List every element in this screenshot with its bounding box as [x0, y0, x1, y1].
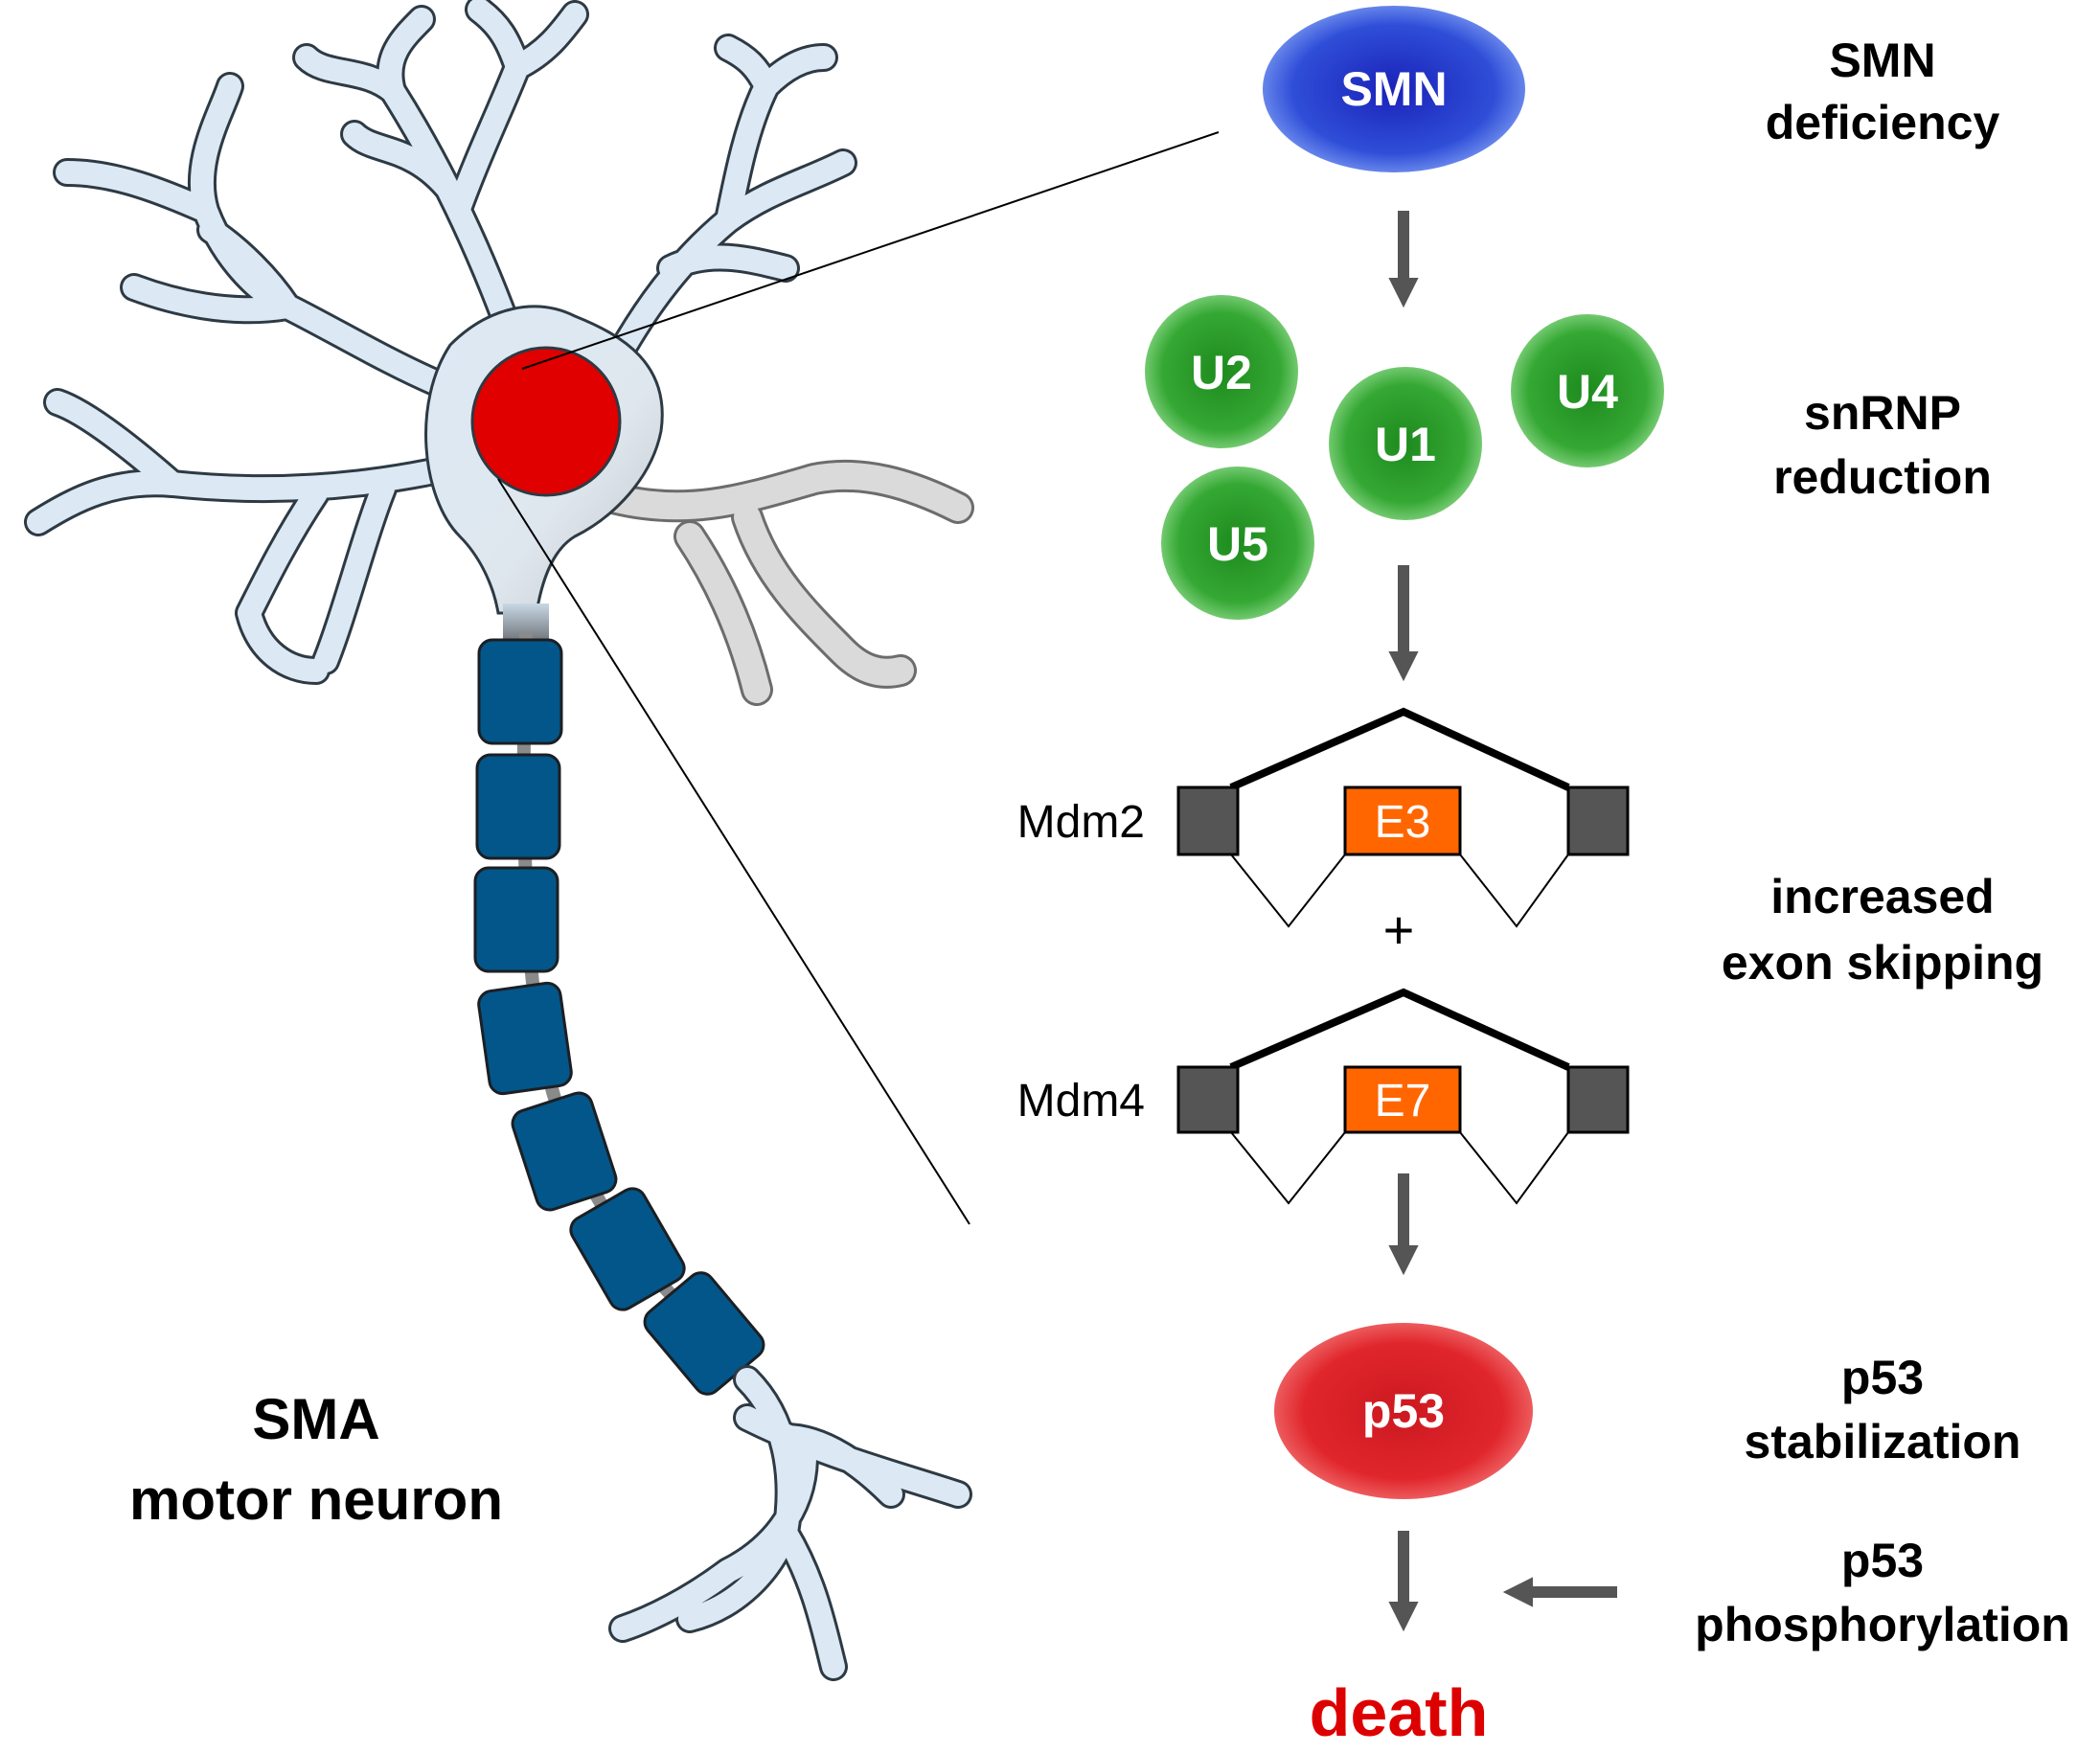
snrnp-u2-label: U2: [1191, 346, 1252, 399]
step-snrnp-reduction-line1: snRNP: [1804, 386, 1961, 440]
flank-exon-left: [1176, 785, 1240, 856]
step-labels: SMN deficiency snRNP reduction increased…: [1695, 34, 2070, 1651]
step-snrnp-reduction-line2: reduction: [1773, 450, 1992, 504]
inclusion-junction-mdm4: [1230, 1131, 1346, 1205]
gene-label-mdm2: Mdm2: [1017, 797, 1145, 848]
gene-label-mdm4: Mdm4: [1017, 1076, 1145, 1127]
zoom-line-bottom: [497, 478, 970, 1225]
snrnp-u1-label: U1: [1375, 418, 1436, 471]
snrnp-u2: [1145, 295, 1298, 448]
exon-e3-label: E3: [1375, 797, 1431, 848]
step-exon-skipping-line2: exon skipping: [1722, 936, 2043, 990]
step-p53-phosphorylation-line1: p53: [1841, 1534, 1924, 1587]
snrnp-u5-label: U5: [1207, 517, 1268, 571]
p53-node: [1274, 1323, 1533, 1499]
axon-terminals: [608, 1365, 972, 1681]
skip-junction-mdm4: [1229, 988, 1570, 1071]
skip-junction-mdm2: [1229, 707, 1570, 791]
snrnp-u4-label: U4: [1557, 365, 1618, 419]
flank-exon-right: [1566, 785, 1630, 856]
smn-node-label: SMN: [1340, 62, 1447, 116]
exon-e7: [1343, 1065, 1462, 1134]
flank-exon-right: [1566, 1065, 1630, 1134]
step-p53-stabilization-line1: p53: [1841, 1351, 1924, 1404]
dendrites: [24, 0, 974, 706]
splicing-mdm2: E3 Mdm2: [1017, 707, 1630, 928]
myelin-segment: [511, 1091, 618, 1212]
snrnp-u5: [1161, 467, 1314, 620]
neuron-label-line1: SMA: [252, 1387, 379, 1451]
splicing-mdm4: E7 Mdm4: [1017, 988, 1630, 1205]
myelin-segment: [477, 981, 573, 1096]
p53-node-label: p53: [1362, 1384, 1445, 1438]
zoom-line-top: [521, 131, 1220, 370]
myelin-segment: [473, 866, 559, 973]
flank-exon-left: [1176, 1065, 1240, 1134]
inclusion-junction-mdm4-right: [1459, 1131, 1569, 1205]
step-smn-deficiency-line2: deficiency: [1766, 96, 2000, 149]
step-exon-skipping-line1: increased: [1770, 870, 1994, 923]
motor-neuron: [24, 0, 974, 1681]
myelin-segment: [569, 1187, 686, 1311]
step-p53-phosphorylation-line2: phosphorylation: [1695, 1598, 2070, 1651]
snrnp-u1: [1329, 367, 1482, 520]
exon-e3: [1343, 785, 1462, 856]
death-outcome: death: [1310, 1675, 1489, 1750]
nucleus: [470, 346, 622, 497]
step-p53-stabilization-line2: stabilization: [1745, 1415, 2021, 1468]
exon-e7-label: E7: [1375, 1076, 1431, 1127]
myelin-segment: [477, 638, 563, 745]
neuron-label-line2: motor neuron: [129, 1468, 503, 1532]
plus-sign: +: [1383, 899, 1415, 960]
inclusion-junction-mdm2: [1230, 854, 1346, 928]
inclusion-junction-mdm2-right: [1459, 854, 1569, 928]
myelin-sheath: [473, 638, 765, 1396]
smn-node: [1263, 6, 1525, 172]
myelin-segment: [475, 753, 561, 860]
snrnp-u4: [1511, 314, 1664, 467]
step-smn-deficiency-line1: SMN: [1829, 34, 1935, 87]
